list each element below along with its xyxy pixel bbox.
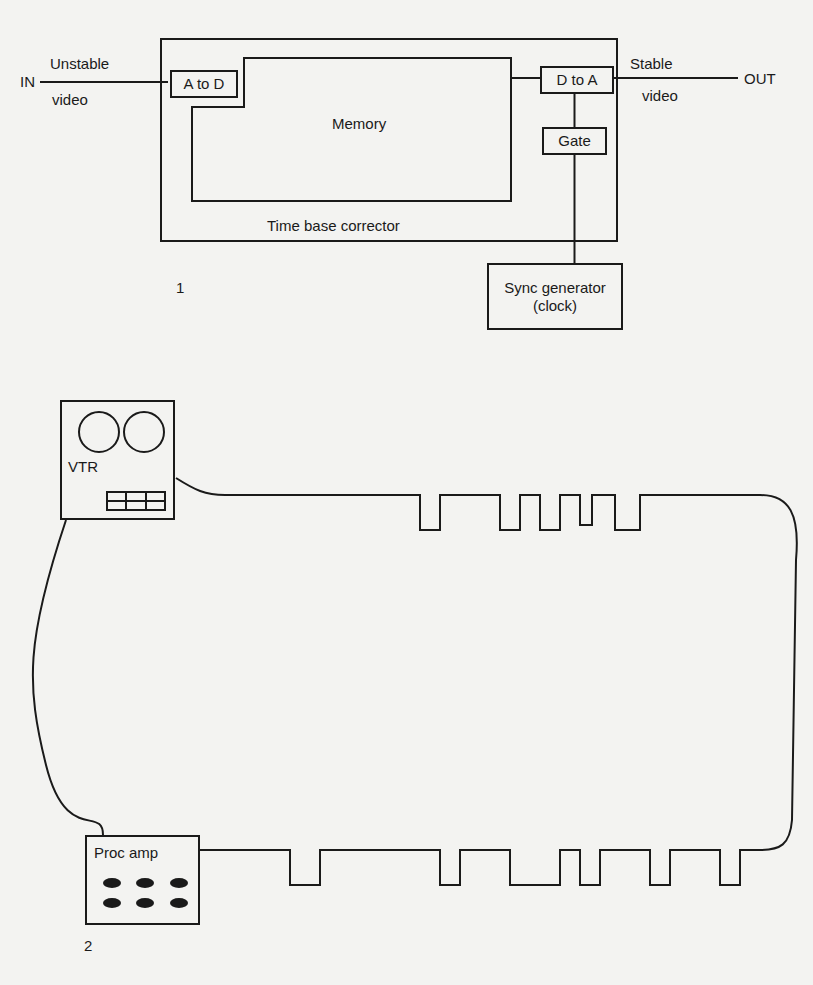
proc-amp-unit: Proc amp	[85, 835, 200, 925]
signal-label: OUT	[744, 71, 776, 88]
node-label: Gate	[558, 132, 591, 149]
node-label: Memory	[332, 115, 386, 132]
node-label: D to A	[557, 71, 598, 88]
signal-label: Unstable	[50, 56, 109, 73]
node-label: Time base corrector	[267, 217, 400, 234]
node-label: VTR	[68, 458, 98, 475]
signal-label: IN	[20, 74, 35, 91]
node-label: Sync generator (clock)	[489, 279, 621, 314]
cable	[33, 520, 103, 835]
node-label: A to D	[184, 75, 225, 92]
vtr-unit: VTR	[60, 400, 175, 520]
tbc-housing: Time base corrector Memory A to D D to A Gat…	[160, 38, 618, 242]
output-line	[612, 77, 738, 79]
converter-box: D to A	[540, 66, 614, 94]
figure-number: 1	[176, 280, 184, 297]
input-line	[40, 81, 168, 83]
node-label: Proc amp	[94, 844, 158, 861]
memory-block: Memory	[182, 57, 512, 202]
signal-label: video	[642, 88, 678, 105]
video-waveform	[176, 478, 797, 885]
gate-box: Gate	[542, 127, 607, 155]
signal-label: Stable	[630, 56, 673, 73]
signal-line	[574, 155, 576, 263]
figure-number: 2	[84, 938, 92, 955]
converter-box: A to D	[170, 70, 238, 98]
signal-line	[512, 77, 540, 79]
sync-generator-box: Sync generator (clock)	[487, 263, 623, 330]
signal-line	[574, 94, 576, 127]
signal-label: video	[52, 92, 88, 109]
